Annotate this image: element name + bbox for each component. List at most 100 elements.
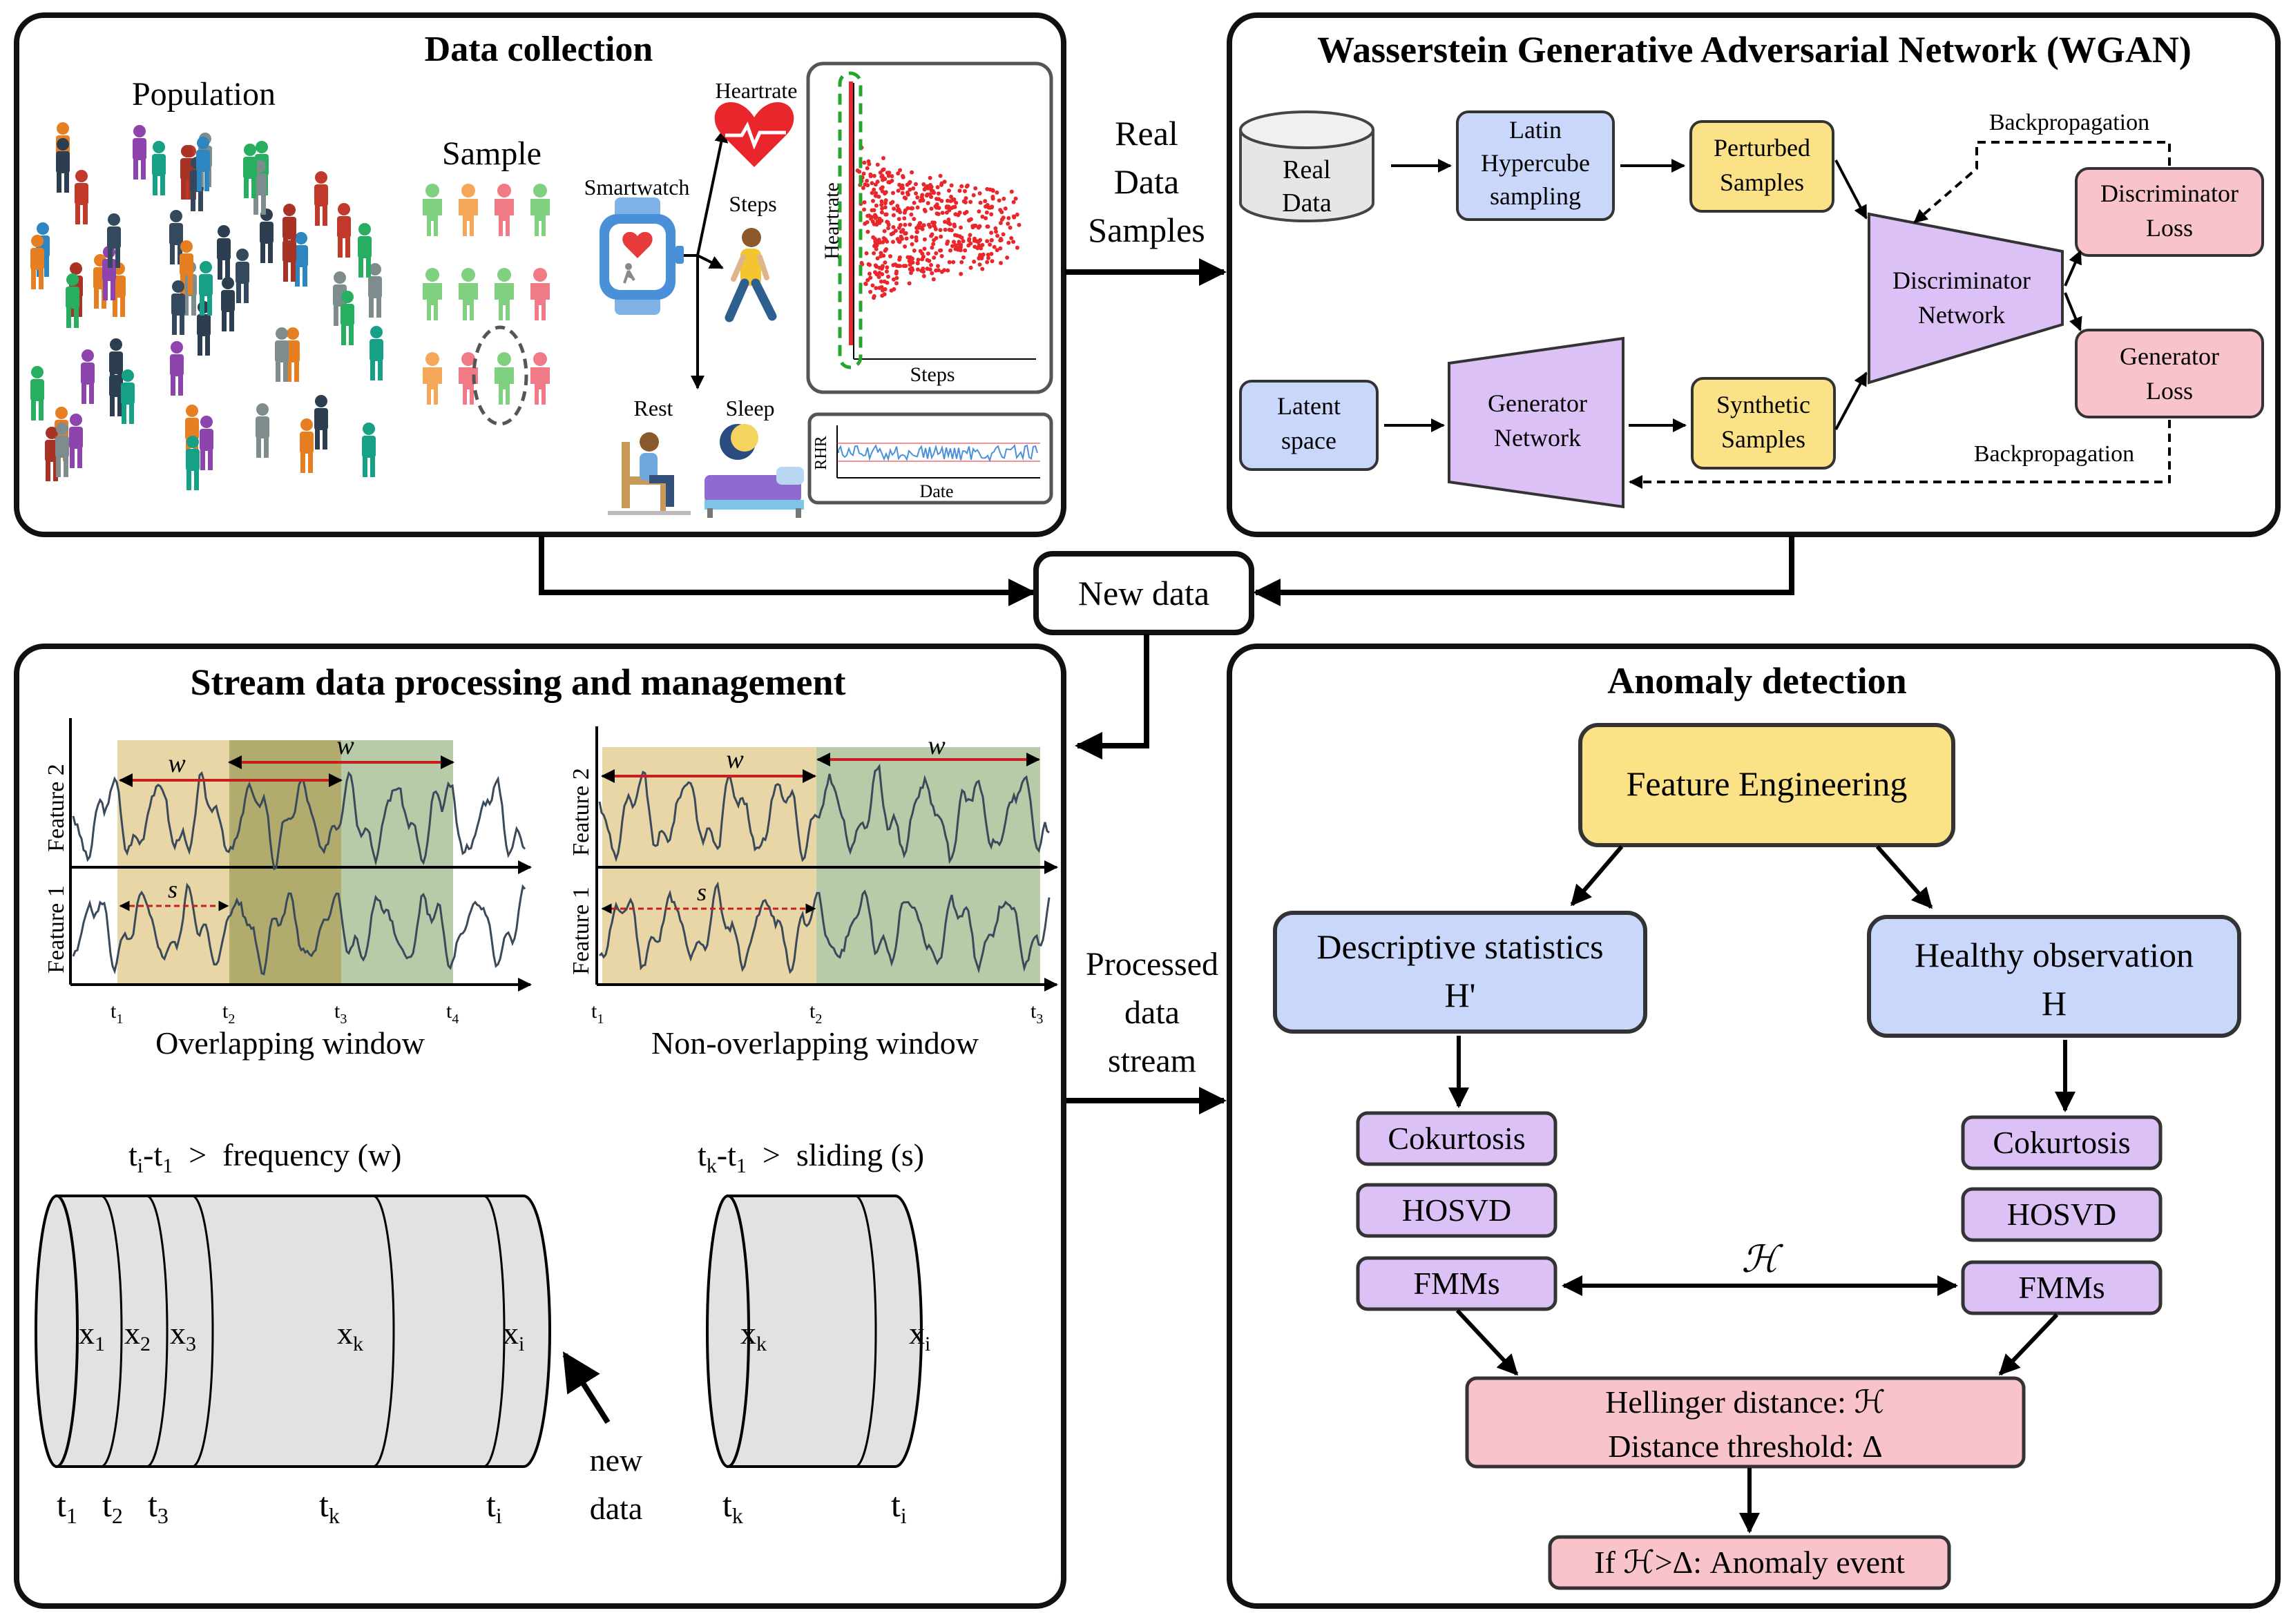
processed-line-3: stream	[1108, 1043, 1196, 1079]
backprop-bottom-label: Backpropagation	[1974, 441, 2134, 467]
no-feature1-label: Feature 1	[568, 887, 594, 974]
sleeping-person-icon	[704, 424, 804, 518]
no-t2-label: t2	[809, 1000, 822, 1027]
discriminator-line-2: Network	[1918, 301, 2005, 329]
no-s-label: s	[697, 878, 707, 906]
no-t3-label: t3	[1031, 1000, 1043, 1027]
real-samples-line-2: Data	[1114, 162, 1179, 201]
walking-person-icon	[725, 228, 777, 322]
steps-label: Steps	[729, 191, 776, 216]
ov-feature2-label: Feature 2	[44, 764, 69, 851]
right-cokurtosis-box	[1961, 1115, 2163, 1170]
smartwatch-label: Smartwatch	[584, 175, 690, 200]
heart-icon	[714, 102, 794, 167]
drum1-xi: xi	[503, 1315, 524, 1355]
scatter-xlabel: Steps	[910, 363, 955, 386]
data-collection-panel: Data collection Population Sample Smartw…	[14, 12, 1066, 537]
gen-loss-line-2: Loss	[2146, 377, 2193, 405]
population-label: Population	[132, 76, 276, 113]
drum1-t1: t1	[57, 1485, 77, 1528]
no-w2-label: w	[928, 731, 946, 760]
drum1-x2: x2	[124, 1315, 151, 1355]
lhs-line-1: Latin	[1509, 116, 1562, 144]
left-cokurtosis-box	[1356, 1111, 1557, 1166]
left-cokurtosis-label: Cokurtosis	[1388, 1121, 1525, 1156]
wgan-panel: Wasserstein Generative Adversarial Netwo…	[1227, 12, 2281, 537]
ov-feature1-label: Feature 1	[44, 885, 69, 973]
real-data-line-2: Data	[1282, 188, 1332, 218]
stream-processing-panel: Stream data processing and management w …	[14, 644, 1066, 1609]
sample-label: Sample	[442, 135, 541, 172]
discriminator-loss-box	[2075, 167, 2264, 257]
drum1-xk: xk	[337, 1315, 363, 1355]
data-collection-title: Data collection	[425, 30, 653, 69]
right-fmms-label: FMMs	[2018, 1270, 2105, 1305]
new-data-arrow	[562, 1351, 611, 1424]
new-data-connector: New data	[539, 536, 1794, 760]
non-overlapping-caption: Non-overlapping window	[651, 1025, 979, 1061]
anomaly-event-label: If ℋ>Δ: Anomaly event	[1594, 1545, 1905, 1580]
new-data-note-1: new	[590, 1442, 643, 1478]
generator-network-shape	[1448, 336, 1624, 509]
feature-engineering-label: Feature Engineering	[1627, 764, 1908, 803]
lhs-box	[1456, 110, 1615, 221]
rhr-ylabel: RHR	[812, 436, 830, 470]
drum1-x3: x3	[170, 1315, 196, 1355]
left-fmms-box	[1356, 1256, 1557, 1311]
disc-loss-line-2: Loss	[2146, 214, 2193, 242]
no-t1-label: t1	[591, 1000, 604, 1027]
sliding-window-drum: xk xi tk ti	[706, 1195, 930, 1528]
left-hosvd-label: HOSVD	[1402, 1192, 1511, 1228]
generator-line-2: Network	[1494, 424, 1581, 452]
real-samples-line-1: Real	[1115, 114, 1178, 153]
ov-t4-label: t4	[446, 1000, 459, 1027]
processed-line-2: data	[1124, 994, 1180, 1031]
descriptive-statistics-box	[1273, 911, 1647, 1034]
right-hosvd-label: HOSVD	[2007, 1197, 2116, 1232]
synthetic-line-1: Synthetic	[1716, 391, 1810, 418]
latent-line-1: Latent	[1277, 392, 1341, 420]
rhr-xlabel: Date	[919, 481, 953, 501]
hellinger-box	[1465, 1376, 2026, 1469]
resting-person-icon	[608, 432, 691, 515]
overlapping-window-chart: w w s Feature 2 Feature 1 t1 t2 t3 t4 Ov…	[44, 718, 532, 1061]
real-data-samples-connector: Real Data Samples	[1065, 114, 1227, 286]
scatter-points	[855, 145, 1022, 300]
generator-line-1: Generator	[1488, 389, 1587, 417]
overlapping-caption: Overlapping window	[155, 1025, 425, 1061]
descriptive-line-1: Descriptive statistics	[1316, 927, 1603, 966]
discriminator-network-shape	[1868, 212, 2064, 385]
descriptive-line-2: H'	[1444, 976, 1475, 1014]
anomaly-detection-panel: Anomaly detection Feature Engineering De…	[1227, 644, 2281, 1609]
no-feature2-label: Feature 2	[568, 768, 594, 856]
stream-title: Stream data processing and management	[190, 661, 845, 703]
sliding-rule: tk-t1 > sliding (s)	[698, 1137, 924, 1177]
drum2-ti: ti	[891, 1485, 907, 1528]
real-data-database-icon: Real Data	[1239, 110, 1374, 222]
new-data-box	[1033, 551, 1254, 635]
wgan-title: Wasserstein Generative Adversarial Netwo…	[1317, 29, 2192, 70]
healthy-line-2: H	[2042, 984, 2067, 1023]
drum1-x1: x1	[79, 1315, 105, 1355]
anomaly-title: Anomaly detection	[1607, 660, 1906, 702]
non-overlapping-window-chart: w w s Feature 2 Feature 1 t1 t2 t3 Non-o…	[568, 726, 1058, 1061]
ov-w1-label: w	[168, 749, 186, 778]
right-hosvd-box	[1961, 1187, 2163, 1242]
discriminator-line-1: Discriminator	[1892, 267, 2031, 294]
drum2-tk: tk	[722, 1485, 743, 1528]
no-w1-label: w	[726, 745, 744, 774]
ov-t2-label: t2	[222, 1000, 235, 1027]
perturbed-samples-box	[1689, 120, 1834, 213]
rest-label: Rest	[634, 396, 673, 420]
ov-w2-label: w	[336, 731, 354, 760]
real-samples-line-3: Samples	[1088, 211, 1205, 249]
rhr-date-plot: RHR Date	[807, 412, 1053, 505]
gen-loss-line-1: Generator	[2120, 342, 2219, 370]
new-data-note-2: data	[590, 1491, 643, 1526]
heartrate-label: Heartrate	[715, 78, 797, 103]
real-data-line-1: Real	[1283, 155, 1331, 184]
generator-loss-box	[2075, 329, 2264, 418]
perturbed-line-1: Perturbed	[1714, 134, 1810, 162]
healthy-observation-box	[1867, 915, 2241, 1038]
frequency-window-drum: x1 x2 x3 xk xi t1 t2 t3 tk ti	[35, 1195, 551, 1528]
